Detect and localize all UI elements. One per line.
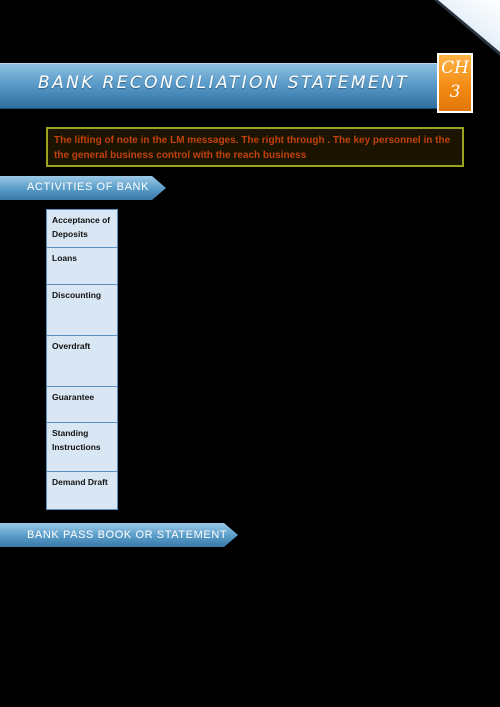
chapter-letters: CH: [441, 58, 469, 78]
section-label-pass-book: BANK PASS BOOK OR STATEMENT: [27, 529, 228, 541]
intro-box: The lifting of note in the LM messages. …: [46, 127, 464, 167]
activity-cell-demand-draft: Demand Draft: [52, 477, 108, 487]
title-banner: [0, 63, 470, 109]
activity-cell-guarantee: Guarantee: [47, 387, 117, 423]
activities-table: Acceptance of Deposits Loans Discounting…: [46, 209, 118, 510]
activity-cell-loans: Loans: [47, 248, 117, 285]
activity-cell-overdraft: Overdraft: [47, 336, 117, 387]
intro-text: The lifting of note in the LM messages. …: [54, 135, 451, 161]
activity-cell-discounting: Discounting: [47, 285, 117, 336]
activity-cell-deposits: Acceptance of Deposits: [47, 210, 117, 248]
page-title: BANK RECONCILIATION STATEMENT: [38, 73, 409, 93]
chapter-number: 3: [449, 82, 461, 102]
activity-cell-standing-instructions: Standing Instructions: [47, 423, 117, 472]
section-header-activities: [0, 176, 166, 200]
chapter-badge: CH 3: [437, 53, 473, 113]
section-header-pass-book: [0, 523, 238, 547]
section-label-activities: ACTIVITIES OF BANK: [27, 181, 150, 193]
